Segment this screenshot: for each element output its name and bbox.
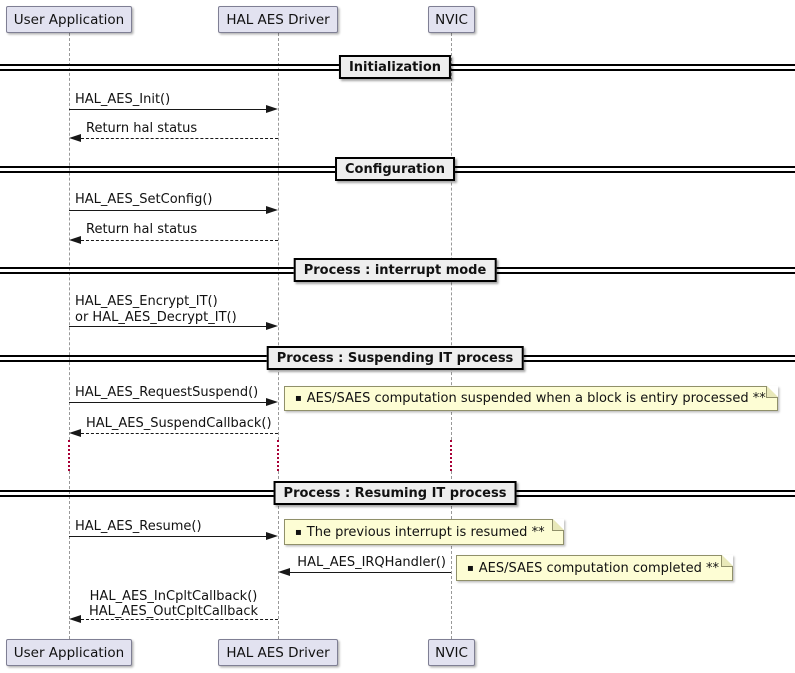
- lifeline-segment: [451, 33, 452, 440]
- lifeline-delay-segment: [68, 440, 70, 471]
- message-arrow: [290, 572, 451, 573]
- message-label: HAL_AES_SetConfig(): [75, 192, 213, 207]
- arrowhead: [69, 615, 81, 623]
- participant-user-application-bottom: User Application: [6, 639, 132, 666]
- divider-label: Process : Resuming IT process: [273, 481, 517, 505]
- participant-hal-aes-driver-bottom: HAL AES Driver: [218, 639, 338, 666]
- message-label: Return hal status: [86, 222, 198, 237]
- lifeline-delay-segment: [277, 440, 279, 471]
- note-resumed: ▪ The previous interrupt is resumed **: [284, 519, 564, 545]
- message-label: HAL_AES_IRQHandler(): [297, 555, 446, 570]
- arrowhead: [266, 206, 278, 214]
- note-bullet: ▪: [295, 526, 302, 538]
- message-arrow: [69, 402, 266, 403]
- divider-label: Process : interrupt mode: [293, 258, 497, 282]
- message-label: HAL_AES_OutCpltCallback: [88, 604, 259, 619]
- message-label: HAL_AES_Resume(): [75, 519, 202, 534]
- message-label: HAL_AES_InCpltCallback(): [89, 589, 258, 604]
- message-label: HAL_AES_Init(): [75, 92, 171, 107]
- note-fold: [553, 519, 564, 530]
- participant-user-application-top: User Application: [6, 6, 132, 33]
- note-text: AES/SAES computation completed **: [478, 560, 719, 576]
- divider-label: Process : Suspending IT process: [266, 346, 524, 370]
- note-suspend: ▪ AES/SAES computation suspended when a …: [284, 386, 778, 411]
- participant-nvic-bottom: NVIC: [428, 639, 475, 666]
- participant-nvic-top: NVIC: [428, 6, 475, 33]
- arrowhead: [69, 429, 81, 437]
- divider-label: Configuration: [335, 157, 455, 181]
- arrowhead: [266, 532, 278, 540]
- message-label: HAL_AES_RequestSuspend(): [75, 385, 259, 400]
- note-bullet: ▪: [295, 393, 302, 404]
- lifeline-segment: [69, 471, 70, 639]
- message-arrow: [81, 138, 278, 139]
- lifeline-segment: [278, 471, 279, 639]
- message-arrow: [81, 619, 278, 620]
- note-text: AES/SAES computation suspended when a bl…: [306, 391, 766, 406]
- message-label: HAL_AES_Encrypt_IT(): [75, 294, 218, 309]
- lifeline-segment: [451, 471, 452, 639]
- arrowhead: [69, 134, 81, 142]
- message-arrow: [81, 433, 278, 434]
- arrowhead: [69, 236, 81, 244]
- note-fold: [722, 555, 733, 566]
- note-fold: [767, 386, 778, 397]
- note-text: The previous interrupt is resumed **: [306, 524, 545, 540]
- lifeline-delay-segment: [450, 440, 452, 471]
- message-arrow: [69, 536, 266, 537]
- message-label: or HAL_AES_Decrypt_IT(): [75, 310, 237, 325]
- message-arrow: [69, 326, 266, 327]
- participant-hal-aes-driver-top: HAL AES Driver: [218, 6, 338, 33]
- note-completed: ▪ AES/SAES computation completed **: [456, 555, 733, 581]
- message-arrow: [69, 109, 266, 110]
- arrowhead: [266, 322, 278, 330]
- message-arrow: [69, 210, 266, 211]
- note-bullet: ▪: [467, 562, 474, 574]
- divider-process-resuming-it: Process : Resuming IT process: [0, 481, 795, 505]
- message-label: Return hal status: [86, 121, 198, 136]
- divider-initialization: Initialization: [0, 55, 795, 79]
- divider-process-interrupt-mode: Process : interrupt mode: [0, 258, 795, 282]
- divider-configuration: Configuration: [0, 157, 795, 181]
- divider-process-suspending-it: Process : Suspending IT process: [0, 346, 795, 370]
- arrowhead: [278, 568, 290, 576]
- divider-label: Initialization: [338, 55, 452, 79]
- lifeline-segment: [278, 33, 279, 440]
- arrowhead: [266, 398, 278, 406]
- message-arrow: [81, 240, 278, 241]
- message-label: HAL_AES_SuspendCallback(): [86, 416, 272, 431]
- arrowhead: [266, 105, 278, 113]
